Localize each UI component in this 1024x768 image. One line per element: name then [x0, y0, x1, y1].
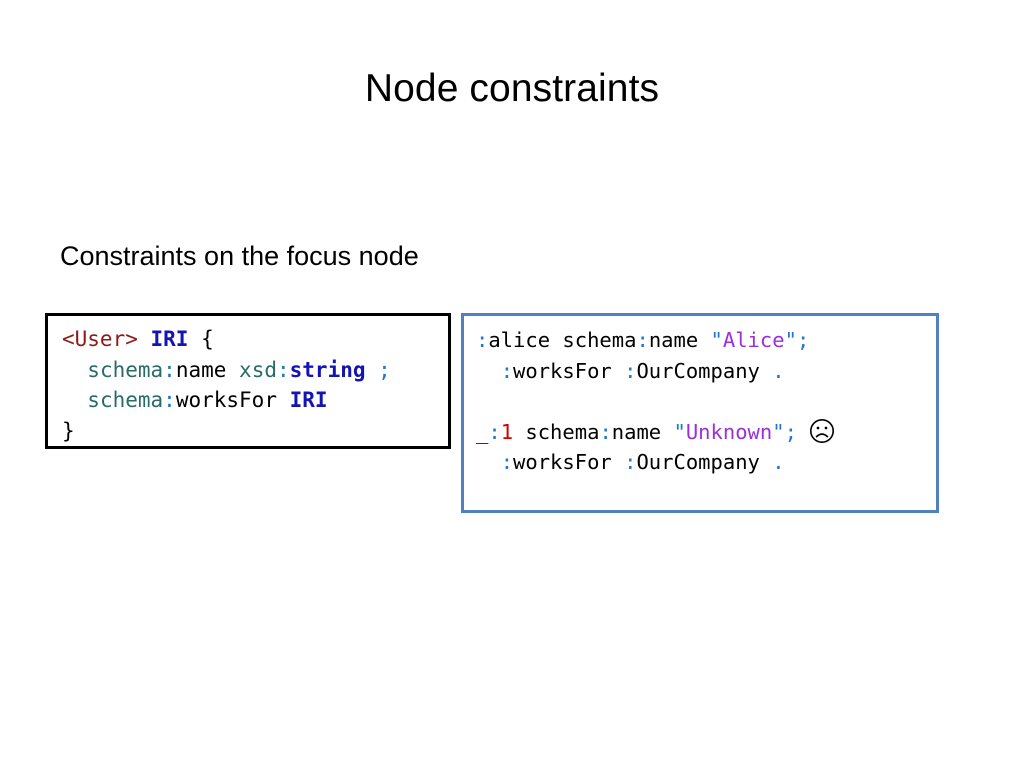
code-line: :worksFor :OurCompany . — [476, 447, 926, 478]
code-token: name — [648, 328, 699, 352]
code-token: <User> — [62, 327, 138, 351]
code-line: :worksFor :OurCompany . — [476, 356, 926, 387]
code-token: _ — [476, 419, 489, 444]
code-token: : — [488, 419, 501, 444]
code-token: : — [163, 357, 176, 382]
code-token: : — [624, 358, 637, 383]
code-token — [62, 358, 87, 382]
code-token — [476, 359, 501, 383]
code-token — [513, 420, 525, 444]
code-token: schema — [87, 357, 164, 382]
code-token: : — [599, 419, 612, 444]
code-token: " — [673, 419, 686, 444]
code-token — [62, 388, 87, 412]
code-token — [760, 359, 772, 383]
code-token: : — [476, 328, 489, 352]
code-token: { — [201, 327, 214, 351]
code-token: schema — [525, 419, 600, 444]
code-token: xsd — [239, 357, 277, 382]
code-token: . — [772, 450, 785, 474]
code-token: : — [163, 388, 176, 412]
code-token: ; — [784, 419, 797, 444]
code-token: : — [500, 450, 514, 474]
code-token: : — [636, 328, 649, 352]
code-token — [698, 328, 710, 352]
shex-schema-box: <User> IRI { schema:name xsd:string ; sc… — [45, 313, 451, 449]
code-token: ; — [378, 357, 391, 382]
code-token: " — [772, 419, 785, 444]
code-token: OurCompany — [636, 358, 760, 383]
subtitle-text: Constraints on the focus node — [60, 241, 419, 271]
code-token: name — [175, 357, 227, 382]
code-token — [366, 358, 379, 382]
code-token: Alice — [722, 328, 785, 352]
code-token — [188, 327, 201, 351]
code-token: . — [772, 358, 785, 383]
code-token: : — [624, 450, 637, 474]
code-token: OurCompany — [636, 450, 760, 474]
code-token — [226, 358, 239, 382]
code-line: <User> IRI { — [62, 324, 438, 355]
code-token: IRI — [289, 388, 328, 412]
code-token: alice — [488, 328, 551, 352]
code-token: schema — [87, 388, 164, 412]
code-token: worksFor — [513, 450, 612, 474]
turtle-data-box: :alice schema:name "Alice"; :worksFor :O… — [461, 313, 939, 513]
code-token — [661, 420, 673, 444]
code-token — [138, 327, 151, 351]
code-token: Unknown — [685, 419, 773, 444]
code-token: worksFor — [175, 388, 277, 412]
code-token — [476, 450, 501, 474]
code-line: } — [62, 416, 438, 447]
code-line: :alice schema:name "Alice"; — [476, 325, 926, 356]
code-line — [476, 386, 926, 417]
frowning-face-icon — [809, 418, 835, 444]
code-token — [612, 359, 624, 383]
code-token: name — [611, 419, 662, 444]
code-line: schema:worksFor IRI — [62, 385, 438, 416]
code-token: 1 — [500, 419, 514, 444]
code-token: IRI — [150, 327, 189, 351]
code-token — [612, 450, 624, 474]
code-line: schema:name xsd:string ; — [62, 355, 438, 386]
page-title: Node constraints — [364, 67, 660, 110]
code-token: : — [500, 358, 514, 383]
code-token: ; — [796, 328, 810, 352]
code-token: : — [276, 357, 290, 382]
code-token — [550, 328, 562, 352]
code-line: _:1 schema:name "Unknown"; — [476, 417, 926, 448]
code-token: string — [289, 357, 366, 382]
code-token: worksFor — [513, 358, 612, 383]
code-token — [760, 450, 772, 474]
code-token: schema — [562, 328, 637, 352]
code-token: " — [784, 328, 797, 352]
code-token: " — [710, 328, 723, 352]
code-token: } — [62, 418, 75, 443]
code-token — [277, 388, 290, 412]
